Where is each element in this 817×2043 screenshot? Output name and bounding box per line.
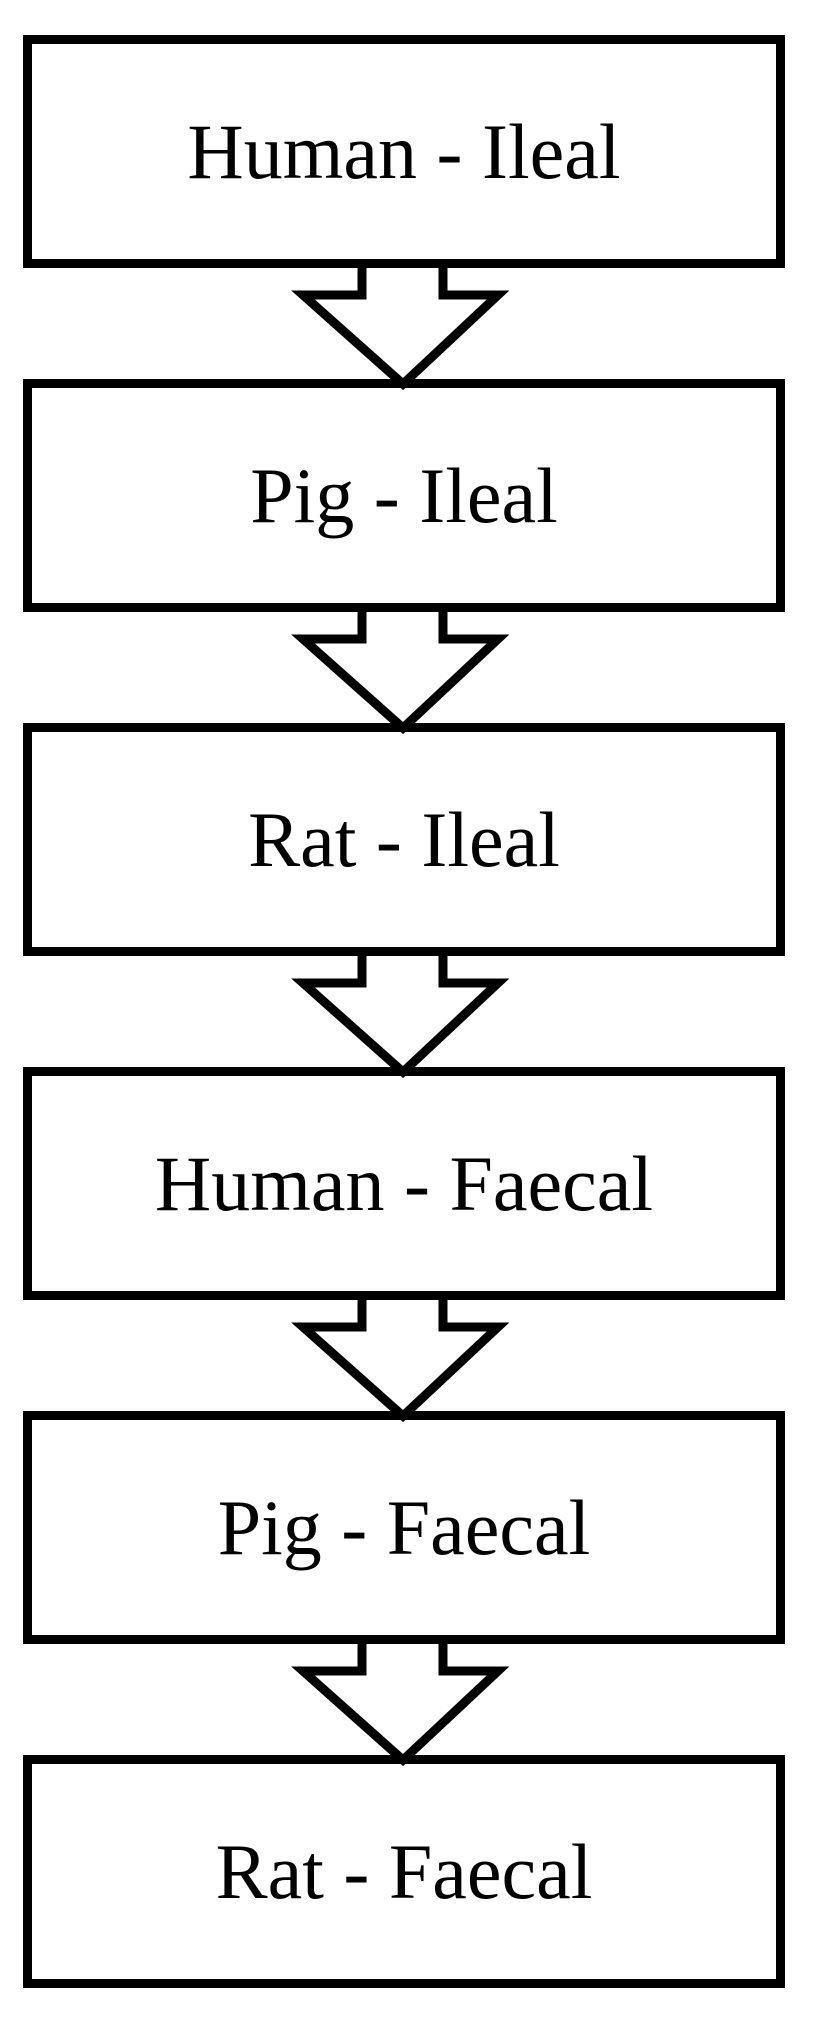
- flow-arrow-arrow-4: [291, 1295, 510, 1423]
- node-label: Human - Faecal: [154, 1139, 654, 1227]
- flow-arrow-arrow-5: [291, 1639, 510, 1767]
- node-label: Pig - Faecal: [217, 1483, 591, 1571]
- node-label: Human - Ileal: [187, 107, 621, 195]
- node-human-faecal[interactable]: Human - Faecal: [23, 1067, 785, 1300]
- node-pig-ileal[interactable]: Pig - Ileal: [23, 379, 785, 612]
- flow-arrow-arrow-2: [291, 607, 510, 735]
- node-label: Pig - Ileal: [250, 451, 558, 539]
- node-human-ileal[interactable]: Human - Ileal: [23, 35, 785, 268]
- node-label: Rat - Ileal: [248, 795, 560, 883]
- flow-arrow-arrow-3: [291, 951, 510, 1079]
- node-rat-ileal[interactable]: Rat - Ileal: [23, 723, 785, 956]
- node-rat-faecal[interactable]: Rat - Faecal: [23, 1755, 785, 1988]
- node-pig-faecal[interactable]: Pig - Faecal: [23, 1411, 785, 1644]
- node-label: Rat - Faecal: [215, 1827, 593, 1915]
- flow-arrow-arrow-1: [291, 263, 510, 391]
